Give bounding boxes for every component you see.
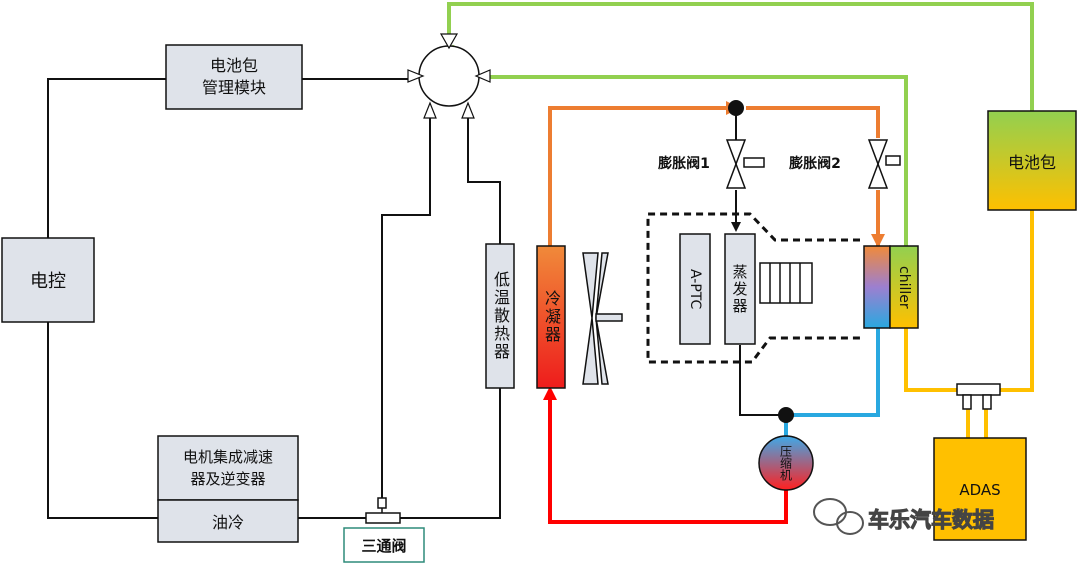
exp-valve-1-label: 膨胀阀1 bbox=[658, 156, 710, 172]
oil-cool-box bbox=[157, 499, 299, 543]
lt-radiator-label: 低温散热器 bbox=[491, 271, 510, 361]
wechat-icon bbox=[813, 498, 864, 535]
condenser-label: 冷凝器 bbox=[542, 290, 561, 344]
motor-box bbox=[157, 435, 299, 501]
arrow-down-icon bbox=[871, 234, 885, 248]
watermark-label: 车乐汽车数据 bbox=[868, 508, 995, 533]
ecu-label: 电控 bbox=[30, 271, 66, 292]
bms-label: 电池包 管理模块 bbox=[201, 56, 266, 97]
evaporator-box bbox=[724, 233, 756, 345]
battery-pack-box bbox=[987, 110, 1077, 211]
expansion-valve-2-icon bbox=[867, 139, 901, 189]
three-way-valve-icon bbox=[365, 497, 401, 524]
three-way-label-box bbox=[343, 527, 425, 563]
arrow-up-icon bbox=[543, 386, 557, 400]
fan-icon bbox=[582, 252, 623, 385]
chiller-label: chiller bbox=[896, 265, 912, 309]
refrigerant-blue bbox=[784, 328, 880, 440]
bms-box bbox=[165, 44, 303, 110]
coolant-loop-black bbox=[47, 78, 501, 519]
adas-label: ADAS bbox=[959, 481, 1001, 499]
arrow-down-small-icon bbox=[731, 222, 741, 232]
junction-dot-bottom bbox=[778, 407, 794, 423]
a-ptc-box bbox=[679, 233, 711, 345]
chiller-left-box bbox=[863, 245, 891, 329]
expansion-valve-1-icon bbox=[725, 139, 765, 189]
chiller-right-box bbox=[889, 245, 919, 329]
a-ptc-label: A-PTC bbox=[687, 268, 703, 310]
blower-icon bbox=[759, 262, 813, 304]
refrigerant-red bbox=[548, 400, 788, 524]
adas-three-way-valve-icon bbox=[956, 383, 1001, 410]
compressor-icon bbox=[758, 435, 814, 491]
ecu-box bbox=[1, 237, 95, 323]
battery-pack-label: 电池包 bbox=[1007, 152, 1056, 172]
three-way-label: 三通阀 bbox=[361, 536, 407, 555]
compressor-label: 压缩机 bbox=[778, 445, 793, 481]
motor-label: 电机集成减速 器及逆变器 bbox=[182, 448, 273, 488]
condenser-box bbox=[536, 245, 566, 389]
coolant-loop-green bbox=[447, 2, 1034, 246]
four-way-valve-icon bbox=[407, 33, 491, 119]
oil-cool-label: 油冷 bbox=[211, 513, 244, 532]
adas-box bbox=[933, 437, 1027, 541]
exp-valve-2-label: 膨胀阀2 bbox=[789, 156, 841, 172]
evaporator-label: 蒸发器 bbox=[730, 263, 749, 315]
junction-dot-top bbox=[728, 100, 744, 116]
refrigerant-orange bbox=[548, 106, 880, 246]
lt-radiator-box bbox=[485, 243, 515, 389]
